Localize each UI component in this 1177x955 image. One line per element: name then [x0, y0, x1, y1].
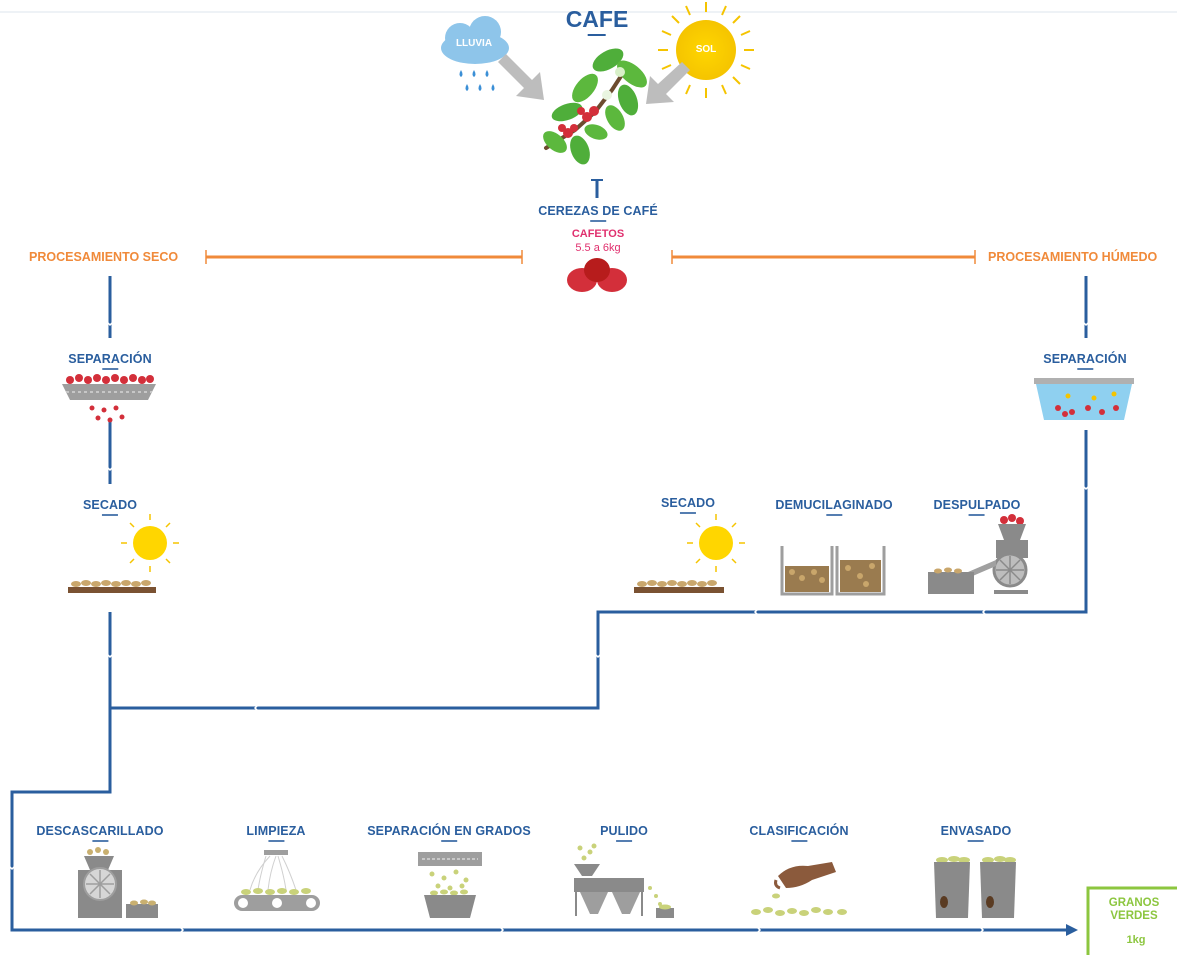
output-label-line2: VERDES: [1110, 910, 1158, 922]
dry-process-label: PROCESAMIENTO SECO: [29, 250, 179, 264]
coffee-sacks-icon: [934, 856, 1016, 918]
final-step-polishing: PULIDO: [600, 824, 648, 842]
flow-ticks: [6, 319, 1092, 936]
depulping-machine-icon: [928, 514, 1028, 594]
flow-lines: [10, 276, 1088, 932]
water-tank-separation-icon: [1034, 378, 1134, 420]
process-split-line: [205, 250, 976, 264]
wet-step-drying: SECADO: [661, 496, 715, 514]
rain-label: LLUVIA: [455, 38, 493, 49]
sun-drying-icon-dry: [68, 514, 179, 593]
polishing-machine-icon: [574, 843, 674, 918]
arrow-rain-to-plant-icon: [498, 54, 544, 100]
trees-label: CAFETOS: [571, 228, 625, 240]
hulling-machine-icon: [78, 847, 158, 918]
coffee-branch-icon: [543, 48, 647, 165]
flow-arrowheads: [1066, 924, 1078, 936]
wet-process-label: PROCESAMIENTO HÚMEDO: [988, 250, 1158, 264]
arrow-sun-to-plant-icon: [646, 62, 690, 104]
rain-cloud-icon: [441, 16, 509, 91]
sieve-separation-icon: [62, 374, 156, 423]
output-label-line1: GRANOS: [1108, 897, 1160, 909]
sun-drying-icon-wet: [634, 514, 745, 593]
final-step-cleaning: LIMPIEZA: [246, 824, 305, 842]
grading-sieve-icon: [418, 852, 482, 918]
trees-yield: 5.5 a 6kg: [575, 242, 621, 254]
green-beans-output-box: [1086, 886, 1177, 955]
fermentation-tanks-icon: [780, 546, 886, 596]
wet-step-demucilage: DEMUCILAGINADO: [775, 498, 892, 516]
dry-step-separation: SEPARACIÓN: [68, 352, 151, 370]
wet-step-separation: SEPARACIÓN: [1043, 352, 1126, 370]
page-title: CAFE: [566, 6, 629, 36]
final-step-grading: SEPARACIÓN EN GRADOS: [367, 824, 531, 842]
dry-step-drying: SECADO: [83, 498, 137, 516]
hand-sorting-icon: [751, 862, 847, 916]
final-step-sorting: CLASIFICACIÓN: [749, 824, 848, 842]
coffee-cherries-icon: [567, 258, 627, 292]
cherries-label: CEREZAS DE CAFÉ: [538, 204, 658, 222]
cleaning-conveyor-icon: [234, 850, 320, 911]
final-step-hulling: DESCASCARILLADO: [36, 824, 163, 842]
sun-label: SOL: [695, 44, 717, 55]
output-amount: 1kg: [1126, 934, 1146, 946]
final-step-packing: ENVASADO: [941, 824, 1012, 842]
wet-step-depulping: DESPULPADO: [934, 498, 1021, 516]
